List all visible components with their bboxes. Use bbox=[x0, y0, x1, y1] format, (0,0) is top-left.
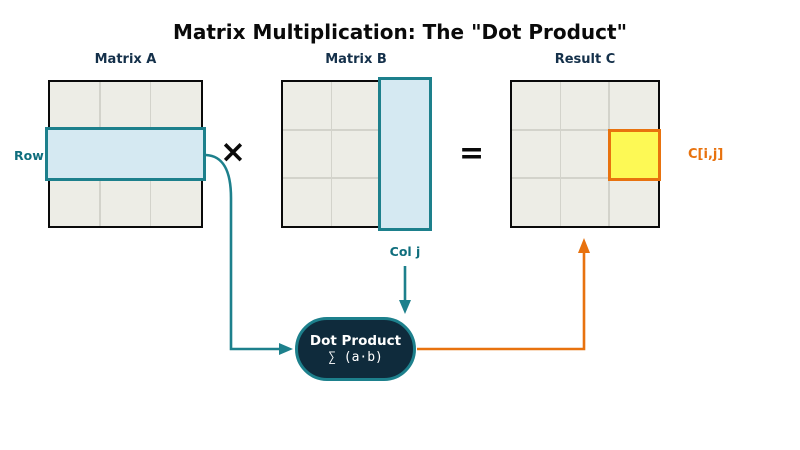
col-label: Col j bbox=[389, 244, 421, 259]
matrix-a-row-highlight bbox=[45, 127, 206, 181]
col-to-dotproduct-arrowhead bbox=[399, 300, 411, 314]
grid-line bbox=[283, 177, 429, 179]
dot-product-title: Dot Product bbox=[309, 333, 402, 349]
dotproduct-to-result-arrow bbox=[417, 252, 586, 351]
dotproduct-to-result-arrowhead bbox=[578, 238, 590, 253]
row-label: Row bbox=[14, 148, 44, 163]
row-to-dotproduct-arrow bbox=[205, 153, 280, 351]
grid-line bbox=[512, 128, 658, 131]
result-c-cell-highlight bbox=[608, 129, 661, 181]
grid-line bbox=[330, 82, 333, 226]
multiply-operator: × bbox=[220, 134, 246, 170]
result-c-label: Result C bbox=[554, 52, 616, 67]
matrix-b-label: Matrix B bbox=[325, 52, 387, 67]
grid-line bbox=[559, 82, 562, 226]
result-cell-label: C[i,j] bbox=[688, 147, 724, 162]
matrix-a-label: Matrix A bbox=[94, 52, 157, 67]
grid-line bbox=[512, 177, 658, 179]
row-to-dotproduct-arrowhead bbox=[279, 343, 293, 355]
equals-operator: = bbox=[459, 136, 485, 171]
grid-line bbox=[283, 128, 429, 131]
dot-product-node: Dot Product ∑ (a·b) bbox=[295, 317, 416, 381]
matrix-b-col-highlight bbox=[378, 77, 432, 231]
dot-product-formula: ∑ (a·b) bbox=[328, 350, 383, 365]
diagram-title: Matrix Multiplication: The "Dot Product" bbox=[172, 20, 628, 44]
